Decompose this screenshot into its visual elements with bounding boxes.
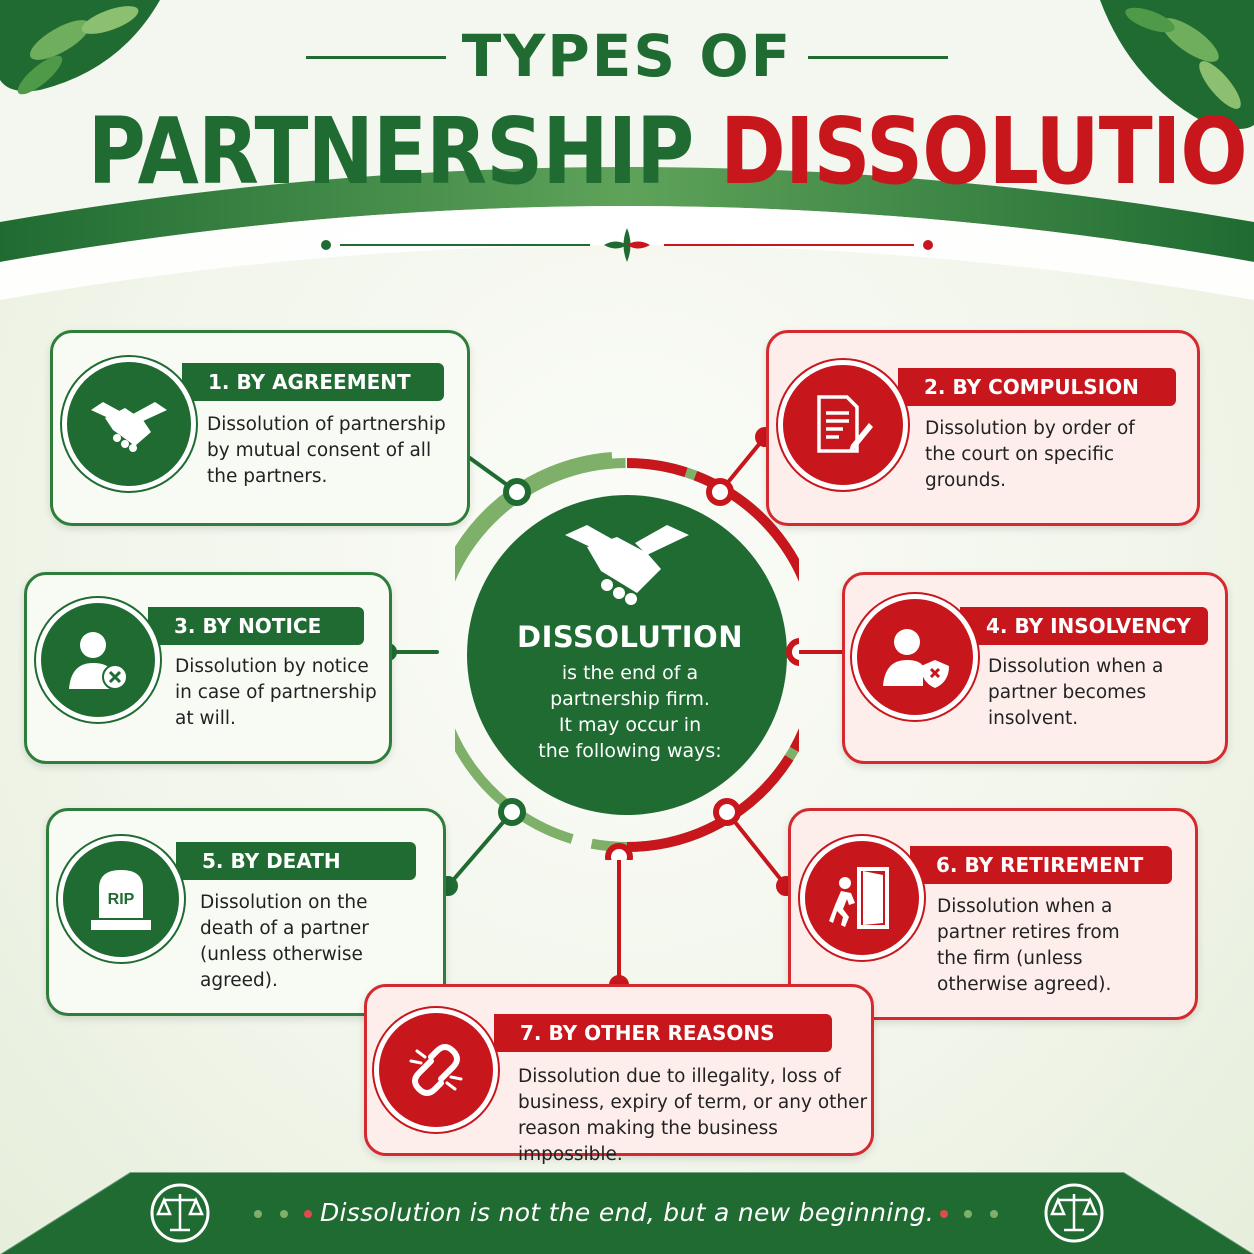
title-word-dissolution: DISSOLUTION xyxy=(720,98,1254,205)
desc-line: Dissolution by order of xyxy=(925,418,1135,439)
center-body-line: is the end of a xyxy=(561,662,699,684)
desc-line: at will. xyxy=(175,708,236,729)
desc-line: death of a partner xyxy=(200,918,369,939)
title-word-partnership: PARTNERSHIP xyxy=(87,98,695,205)
desc-line: (unless otherwise xyxy=(200,944,363,965)
desc-line: insolvent. xyxy=(988,708,1079,729)
scales-icon-right xyxy=(1044,1183,1104,1243)
desc-line: Dissolution of partnership xyxy=(207,414,446,435)
leaf-cluster-left-icon xyxy=(0,0,160,95)
leaf-cluster-right-icon xyxy=(1100,0,1254,129)
tombstone-icon: RIP xyxy=(58,836,184,962)
desc-line: in case of partnership xyxy=(175,682,377,703)
card-5-heading: 5. BY DEATH xyxy=(176,842,416,880)
desc-line: Dissolution on the xyxy=(200,892,368,913)
desc-line: Dissolution due to illegality, loss of xyxy=(518,1066,841,1087)
desc-line: the partners. xyxy=(207,466,328,487)
center-hub xyxy=(455,452,799,860)
desc-line: partner retires from xyxy=(937,922,1120,943)
card-6-description: Dissolution when a partner retires from … xyxy=(937,894,1177,998)
desc-line: agreed). xyxy=(200,970,278,991)
card-1-description: Dissolution of partnership by mutual con… xyxy=(207,412,457,490)
center-handshake-icon xyxy=(565,525,689,605)
handshake-icon xyxy=(62,357,196,491)
card-7-heading: 7. BY OTHER REASONS xyxy=(494,1014,832,1052)
card-4-description: Dissolution when a partner becomes insol… xyxy=(988,654,1208,732)
center-body: is the end of a partnership firm. It may… xyxy=(480,660,780,764)
center-body-line: It may occur in xyxy=(558,714,702,736)
card-7-description: Dissolution due to illegality, loss of b… xyxy=(518,1064,868,1168)
footer-quote: Dissolution is not the end, but a new be… xyxy=(319,1198,935,1227)
center-body-line: the following ways: xyxy=(538,740,722,762)
card-3-description: Dissolution by notice in case of partner… xyxy=(175,654,385,732)
card-2-description: Dissolution by order of the court on spe… xyxy=(925,416,1185,494)
tombstone-label: RIP xyxy=(108,891,135,908)
desc-line: business, expiry of term, or any other xyxy=(518,1092,868,1113)
desc-line: the firm (unless xyxy=(937,948,1083,969)
desc-line: grounds. xyxy=(925,470,1006,491)
desc-line: the court on specific xyxy=(925,444,1115,465)
desc-line: Dissolution when a xyxy=(988,656,1164,677)
scales-icon-left xyxy=(150,1183,210,1243)
card-4-heading: 4. BY INSOLVENCY xyxy=(960,607,1208,645)
desc-line: reason making the business impossible. xyxy=(518,1118,778,1165)
document-pen-icon xyxy=(778,360,908,490)
desc-line: partner becomes xyxy=(988,682,1147,703)
desc-line: otherwise agreed). xyxy=(937,974,1112,995)
title-rule-right xyxy=(808,56,948,59)
broken-chain-icon xyxy=(374,1008,498,1132)
card-2-heading: 2. BY COMPULSION xyxy=(898,368,1176,406)
title-divider xyxy=(321,228,933,262)
center-title: DISSOLUTION xyxy=(517,620,743,654)
main-title: PARTNERSHIP DISSOLUTION xyxy=(87,92,1254,212)
desc-line: Dissolution when a xyxy=(937,896,1113,917)
title-line-1: TYPES OF xyxy=(461,22,793,90)
title-rule-left xyxy=(306,56,446,59)
card-5-description: Dissolution on the death of a partner (u… xyxy=(200,890,420,994)
desc-line: by mutual consent of all xyxy=(207,440,432,461)
center-body-line: partnership firm. xyxy=(550,688,710,710)
person-remove-icon xyxy=(36,598,160,722)
exit-door-icon xyxy=(800,836,924,960)
card-6-heading: 6. BY RETIREMENT xyxy=(910,846,1172,884)
person-shield-icon xyxy=(852,594,978,720)
footer-banner xyxy=(0,1172,1254,1254)
desc-line: Dissolution by notice xyxy=(175,656,369,677)
card-1-heading: 1. BY AGREEMENT xyxy=(182,363,444,401)
card-3-heading: 3. BY NOTICE xyxy=(148,607,364,645)
